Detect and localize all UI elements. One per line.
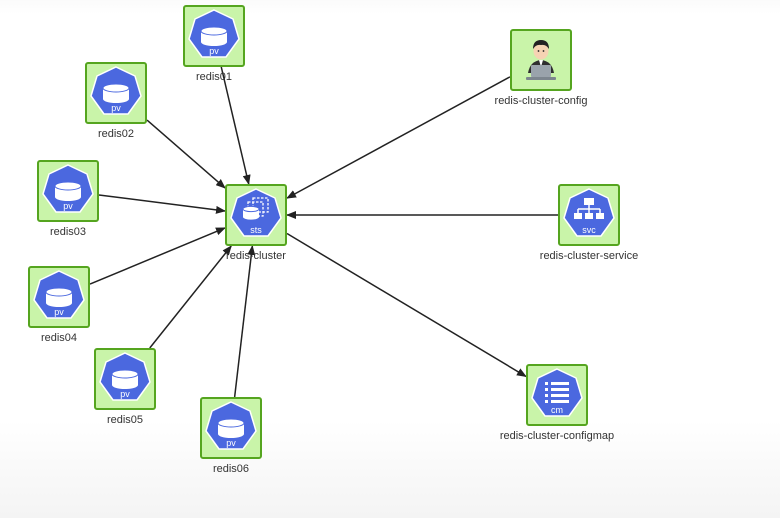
edge-config-to-cluster xyxy=(286,76,511,199)
pv-box: pv xyxy=(94,348,156,410)
pv-badge: pv xyxy=(54,307,64,317)
disk-icon: pv xyxy=(33,270,85,319)
pv-badge: pv xyxy=(111,103,121,113)
edge-redis02-to-cluster xyxy=(146,119,226,189)
node-label: redis01 xyxy=(195,71,233,83)
sts-box: sts xyxy=(225,184,287,246)
sts-badge: sts xyxy=(250,225,262,235)
user-at-laptop-icon xyxy=(526,40,556,80)
edge-redis05-to-cluster xyxy=(149,245,232,349)
node-label: redis-cluster-service xyxy=(539,250,639,262)
edge-redis06-to-cluster xyxy=(233,245,256,398)
pv-box: pv xyxy=(37,160,99,222)
cm-badge: cm xyxy=(551,405,563,415)
node-label: redis03 xyxy=(49,226,87,238)
edge-redis03-to-cluster xyxy=(98,194,226,214)
statefulset-icon: sts xyxy=(230,188,282,237)
list-icon: cm xyxy=(531,368,583,417)
pv-badge: pv xyxy=(63,201,73,211)
pv-box: pv xyxy=(85,62,147,124)
pv-box: pv xyxy=(200,397,262,459)
node-label: redis02 xyxy=(97,128,135,140)
edge-cluster-to-configmap xyxy=(286,232,527,378)
disk-icon: pv xyxy=(188,9,240,58)
svc-box: svc xyxy=(558,184,620,246)
disk-icon: pv xyxy=(42,164,94,213)
user-box xyxy=(510,29,572,91)
pv-badge: pv xyxy=(226,438,236,448)
svc-badge: svc xyxy=(582,225,596,235)
network-tree-icon: svc xyxy=(563,188,615,237)
node-label: redis04 xyxy=(40,332,78,344)
node-label: redis06 xyxy=(212,463,250,475)
disk-icon: pv xyxy=(90,66,142,115)
pv-badge: pv xyxy=(120,389,130,399)
node-label: redis05 xyxy=(106,414,144,426)
node-label: redis-cluster-config xyxy=(494,95,588,107)
edge-redis04-to-cluster xyxy=(89,227,226,285)
node-label: redis-cluster-configmap xyxy=(499,430,615,442)
pv-badge: pv xyxy=(209,46,219,56)
node-label: redis-cluster xyxy=(226,250,286,262)
pv-box: pv xyxy=(28,266,90,328)
pv-box: pv xyxy=(183,5,245,67)
disk-icon: pv xyxy=(205,401,257,450)
cm-box: cm xyxy=(526,364,588,426)
edge-redis01-to-cluster xyxy=(220,66,251,185)
disk-icon: pv xyxy=(99,352,151,401)
